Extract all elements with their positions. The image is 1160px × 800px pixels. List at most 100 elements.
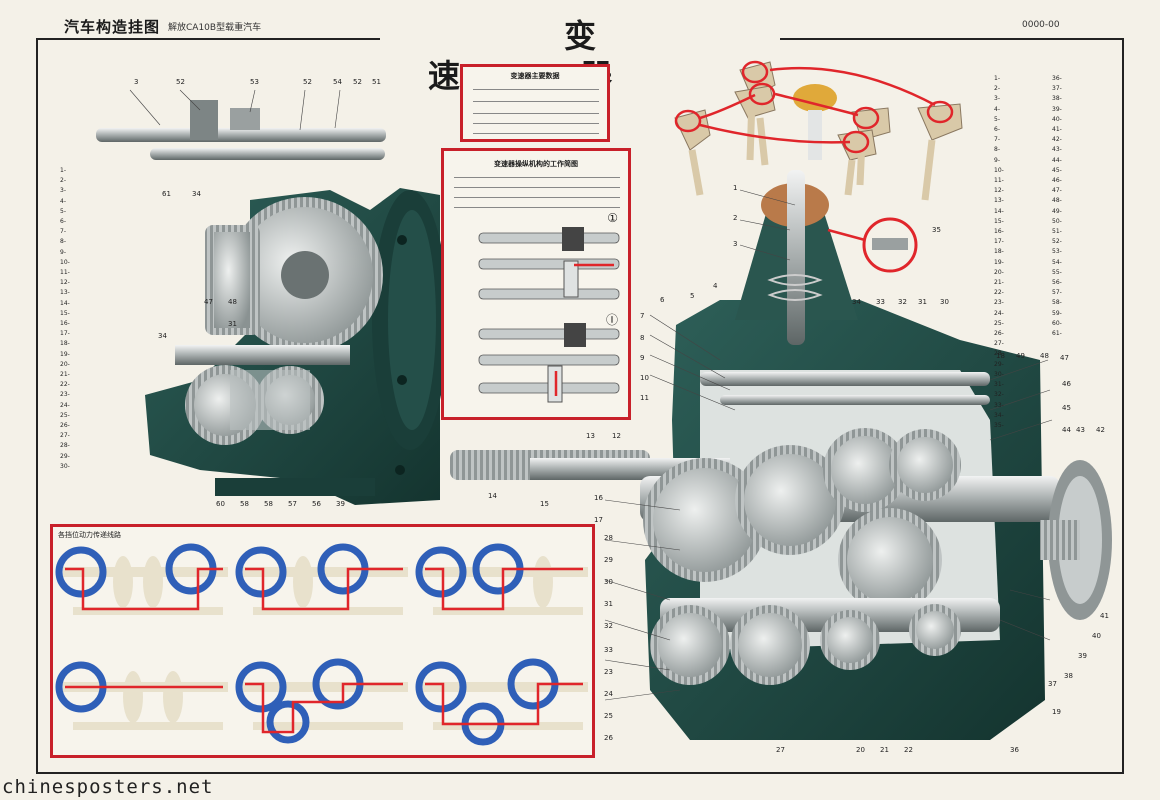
legend-entry: 10- bbox=[60, 258, 70, 266]
legend-entry: 19- bbox=[60, 350, 70, 358]
legend-entry: 46- bbox=[1052, 177, 1062, 185]
legend-entry: 5- bbox=[60, 207, 66, 215]
legend-entry: 16- bbox=[994, 228, 1004, 236]
legend-entry: 15- bbox=[60, 309, 70, 317]
legend-entry: 50- bbox=[1052, 217, 1062, 225]
legend-entry: 31- bbox=[994, 381, 1004, 389]
legend-right-b: 36-37-38-39-40-41-42-43-44-45-46-47-48-4… bbox=[1052, 74, 1062, 339]
legend-entry: 28- bbox=[994, 350, 1004, 358]
legend-entry: 27- bbox=[994, 340, 1004, 348]
data-info-title: 变速器主要数据 bbox=[510, 72, 560, 80]
legend-entry: 28- bbox=[60, 442, 70, 450]
legend-entry: 5- bbox=[994, 115, 1000, 123]
legend-entry: 12- bbox=[60, 279, 70, 287]
legend-entry: 32- bbox=[994, 391, 1004, 399]
callout-number: 34 bbox=[852, 298, 861, 306]
callout-number: 24 bbox=[604, 690, 613, 698]
callout-number: 30 bbox=[940, 298, 949, 306]
legend-entry: 29- bbox=[994, 360, 1004, 368]
legend-entry: 26- bbox=[994, 330, 1004, 338]
legend-entry: 29- bbox=[60, 452, 70, 460]
legend-entry: 3- bbox=[994, 95, 1000, 103]
callout-number: 48 bbox=[228, 298, 237, 306]
legend-entry: 13- bbox=[994, 197, 1004, 205]
callout-number: 2 bbox=[733, 214, 738, 222]
callout-number: 32 bbox=[898, 298, 907, 306]
poster-code: 0000-00 bbox=[1022, 20, 1060, 30]
legend-entry: 37- bbox=[1052, 85, 1062, 93]
legend-entry: 30- bbox=[994, 370, 1004, 378]
legend-entry: 47- bbox=[1052, 187, 1062, 195]
callout-number: 33 bbox=[876, 298, 885, 306]
legend-entry: 42- bbox=[1052, 136, 1062, 144]
legend-entry: 8- bbox=[994, 146, 1000, 154]
callout-number: 28 bbox=[604, 534, 613, 542]
interlock-rails-drawing bbox=[478, 227, 620, 403]
callout-number: 6 bbox=[660, 296, 665, 304]
legend-entry: 27- bbox=[60, 432, 70, 440]
legend-entry: 21- bbox=[994, 279, 1004, 287]
legend-entry: 4- bbox=[994, 105, 1000, 113]
data-info-box: 变速器主要数据 bbox=[460, 64, 610, 142]
legend-entry: 56- bbox=[1052, 279, 1062, 287]
legend-entry: 22- bbox=[994, 289, 1004, 297]
callout-number: 46 bbox=[1062, 380, 1071, 388]
callout-number: 53 bbox=[250, 78, 259, 86]
legend-entry: 51- bbox=[1052, 228, 1062, 236]
callout-number: 43 bbox=[1076, 426, 1085, 434]
callout-number: 48 bbox=[1040, 352, 1049, 360]
callout-number: 16 bbox=[594, 494, 603, 502]
legend-entry: 8- bbox=[60, 238, 66, 246]
legend-entry: 22- bbox=[60, 381, 70, 389]
legend-entry: 44- bbox=[1052, 156, 1062, 164]
legend-entry: 16- bbox=[60, 320, 70, 328]
callout-number: 17 bbox=[594, 516, 603, 524]
callout-number: 33 bbox=[604, 646, 613, 654]
callout-number: 11 bbox=[640, 394, 649, 402]
legend-entry: 35- bbox=[994, 421, 1004, 429]
callout-number: 14 bbox=[488, 492, 497, 500]
legend-entry: 49- bbox=[1052, 207, 1062, 215]
legend-entry: 60- bbox=[1052, 319, 1062, 327]
legend-entry: 12- bbox=[994, 187, 1004, 195]
legend-entry: 9- bbox=[60, 248, 66, 256]
legend-entry: 25- bbox=[60, 411, 70, 419]
legend-entry: 33- bbox=[994, 401, 1004, 409]
legend-left: 1-2-3-4-5-6-7-8-9-10-11-12-13-14-15-16-1… bbox=[60, 166, 70, 472]
callout-number: 4 bbox=[713, 282, 718, 290]
legend-entry: 58- bbox=[1052, 299, 1062, 307]
legend-entry: 53- bbox=[1052, 248, 1062, 256]
legend-entry: 21- bbox=[60, 371, 70, 379]
legend-entry: 1- bbox=[60, 167, 66, 174]
power-flow-title: 各挡位动力传递线路 bbox=[58, 531, 121, 539]
legend-entry: 41- bbox=[1052, 126, 1062, 134]
callout-number: 25 bbox=[604, 712, 613, 720]
callout-number: 20 bbox=[856, 746, 865, 754]
callout-number: 34 bbox=[158, 332, 167, 340]
legend-entry: 23- bbox=[60, 391, 70, 399]
callout-number: 3 bbox=[733, 240, 738, 248]
legend-entry: 7- bbox=[60, 228, 66, 236]
callout-number: 8 bbox=[640, 334, 645, 342]
legend-entry: 54- bbox=[1052, 258, 1062, 266]
legend-entry: 55- bbox=[1052, 268, 1062, 276]
legend-entry: 30- bbox=[60, 462, 70, 470]
power-flow-diagrams bbox=[55, 543, 588, 746]
poster-series-title: 汽车构造挂图 bbox=[64, 18, 161, 36]
callout-number: 52 bbox=[303, 78, 312, 86]
callout-number: 15 bbox=[540, 500, 549, 508]
legend-entry: 11- bbox=[994, 177, 1004, 185]
callout-number: 9 bbox=[640, 354, 645, 362]
callout-number: 47 bbox=[204, 298, 213, 306]
legend-entry: 2- bbox=[60, 177, 66, 185]
callout-number: 38 bbox=[1064, 672, 1073, 680]
callout-number: 13 bbox=[586, 432, 595, 440]
legend-entry: 24- bbox=[60, 401, 70, 409]
callout-number: 52 bbox=[176, 78, 185, 86]
callout-number: 31 bbox=[918, 298, 927, 306]
legend-right-a: 1-2-3-4-5-6-7-8-9-10-11-12-13-14-15-16-1… bbox=[994, 74, 1004, 431]
legend-entry: 7- bbox=[994, 136, 1000, 144]
callout-number: 52 bbox=[353, 78, 362, 86]
legend-entry: 4- bbox=[60, 197, 66, 205]
callout-number: 29 bbox=[604, 556, 613, 564]
